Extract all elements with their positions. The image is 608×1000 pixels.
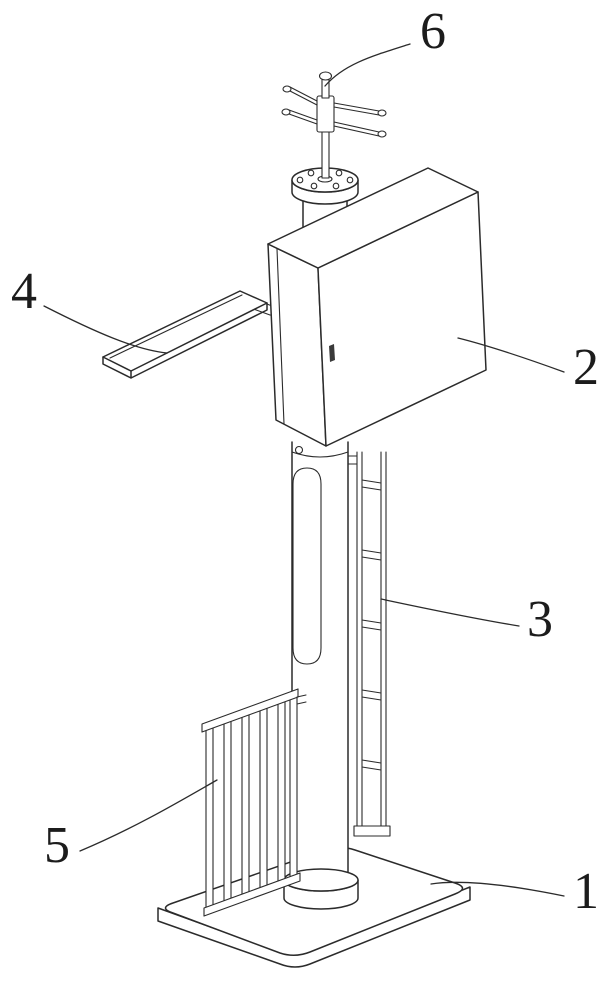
panel-top [102,290,268,372]
fence-bar [241,712,250,901]
solar-panel [102,290,273,379]
flange-bolt [310,182,318,190]
pole-bolt [294,445,304,455]
fence-bar [223,719,232,908]
leader-line-2 [457,337,565,373]
fence-bar [259,706,268,894]
panel-thickness [102,302,268,379]
fence-bar [205,726,214,915]
fence-pole-bracket [296,694,307,705]
cabinet-top-face [267,167,479,269]
callouts: 6 4 2 3 5 1 [11,3,599,920]
ladder-rails [356,451,387,831]
sensor-arm-upper-left [289,86,318,106]
sensor-arm-lower-right [333,121,380,137]
callout-5: 5 [44,817,70,874]
arm-tip [281,108,291,116]
callout-1: 1 [573,863,599,920]
leader-line-1 [430,881,565,897]
cabinet-left-face [267,243,327,447]
leader-line-3 [380,598,520,627]
cabinet-door-seam [276,248,285,425]
callout-3: 3 [527,591,553,648]
flange-bolt [307,169,315,177]
ladder-rungs [361,479,382,771]
control-cabinet [267,167,487,447]
sensor-hub [316,95,335,133]
panel-seam [109,294,243,359]
ladder-top-bracket [347,455,358,465]
leader-line-4 [43,305,168,354]
arm-tip [377,130,387,138]
sensor-cap [318,71,333,81]
callout-4: 4 [11,263,37,320]
ladder-foot [353,825,391,837]
sensor-rod-lower [321,127,330,179]
sensor-arm-upper-right [333,102,380,116]
flange-bolt [335,169,343,177]
callout-2: 2 [573,339,599,396]
support-pole [291,441,349,874]
arm-tip [377,109,387,117]
flange-bolt [296,176,304,184]
cabinet-handle [329,344,335,362]
arm-tip [282,85,292,93]
fence-bar [277,699,286,887]
flange-bolt [332,182,340,190]
leader-line-6 [324,43,411,87]
fence-right-post [289,690,298,883]
flange-bolt [346,176,354,184]
sensor-arm-lower-left [288,109,318,125]
pole-top-seam [291,451,349,458]
leader-line-5 [79,779,218,852]
pole-slot [292,467,322,665]
fence-bottom-rail [203,872,301,917]
callout-6: 6 [420,3,446,60]
guard-fence [201,688,307,917]
access-ladder [347,451,391,837]
